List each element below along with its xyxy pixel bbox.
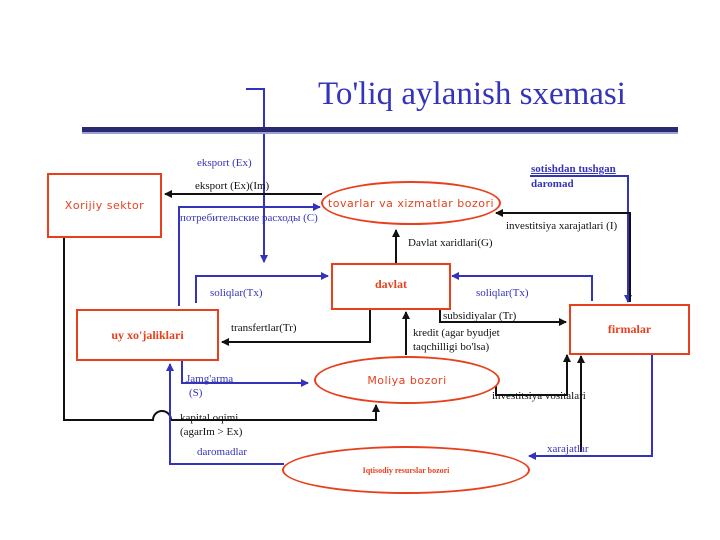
node-xorijiy-sektor: Xorijiy sektor xyxy=(47,173,162,238)
arrow-savings xyxy=(181,361,309,387)
label-credit-line1: kredit (agar byudjet xyxy=(413,327,500,339)
label-savings-line2: (S) xyxy=(189,387,203,399)
node-davlat-label: davlat xyxy=(374,277,407,291)
node-uy-xojaliklari: uy xo'jaliklari xyxy=(76,309,219,361)
arrow-eksport xyxy=(246,88,268,263)
title-divider-shadow xyxy=(82,132,678,134)
label-eksport: eksport (Ex) xyxy=(197,157,252,169)
label-transfers: transfertlar(Tr) xyxy=(231,322,297,334)
label-incomes: daromadlar xyxy=(197,446,248,458)
arrow-subsidies xyxy=(439,309,567,326)
node-iqtisodiy-resurslar-bozori: Iqtisodiy resurslar bozori xyxy=(282,446,530,494)
node-moliya-bozori: Moliya bozori xyxy=(314,356,500,404)
label-capital-flow-line1: kapital oqimi xyxy=(180,412,239,424)
arrow-incomes xyxy=(166,363,284,465)
label-taxes-households: soliqlar(Tx) xyxy=(210,287,263,299)
label-sotishdan-line2: daromad xyxy=(531,178,574,190)
arrow-investment-spending xyxy=(495,209,631,302)
label-credit-line2: taqchilligi bo'lsa) xyxy=(413,341,490,353)
arrow-taxes-firms xyxy=(451,272,593,301)
node-tovarlar-bozori: tovarlar va xizmatlar bozori xyxy=(321,181,501,225)
label-consumption: потребительские расходы (С) xyxy=(180,212,318,224)
node-davlat: davlat xyxy=(331,263,451,310)
label-investment-funds: investitsiya vositalari xyxy=(492,390,586,402)
label-eksport-import: eksport (Ex)(Im) xyxy=(195,180,270,192)
arrow-transfers xyxy=(221,309,371,346)
node-firmalar: firmalar xyxy=(569,304,690,355)
label-taxes-firms: soliqlar(Tx) xyxy=(476,287,529,299)
label-capital-flow-line2: (agarIm > Ex) xyxy=(180,426,243,438)
label-sotishdan-line1: sotishdan tushgan xyxy=(531,163,616,175)
label-expenses: xarajatlar xyxy=(547,443,589,455)
label-savings-line1: Jamg'arma xyxy=(186,373,234,385)
arrow-expenses xyxy=(528,349,653,460)
arrow-consumption xyxy=(178,203,321,306)
arrow-taxes-households xyxy=(195,272,329,303)
arrow-investment-funds xyxy=(495,354,571,396)
label-subsidies: subsidiyalar (Tr) xyxy=(443,310,517,322)
arrow-sales-revenue xyxy=(530,175,632,303)
title-divider xyxy=(82,127,678,132)
label-gov-purchases: Davlat xaridlari(G) xyxy=(408,237,493,249)
page-title: To'liq aylanish sxemasi xyxy=(318,76,626,112)
label-investment-spending: investitsiya xarajatlari (I) xyxy=(506,220,618,232)
